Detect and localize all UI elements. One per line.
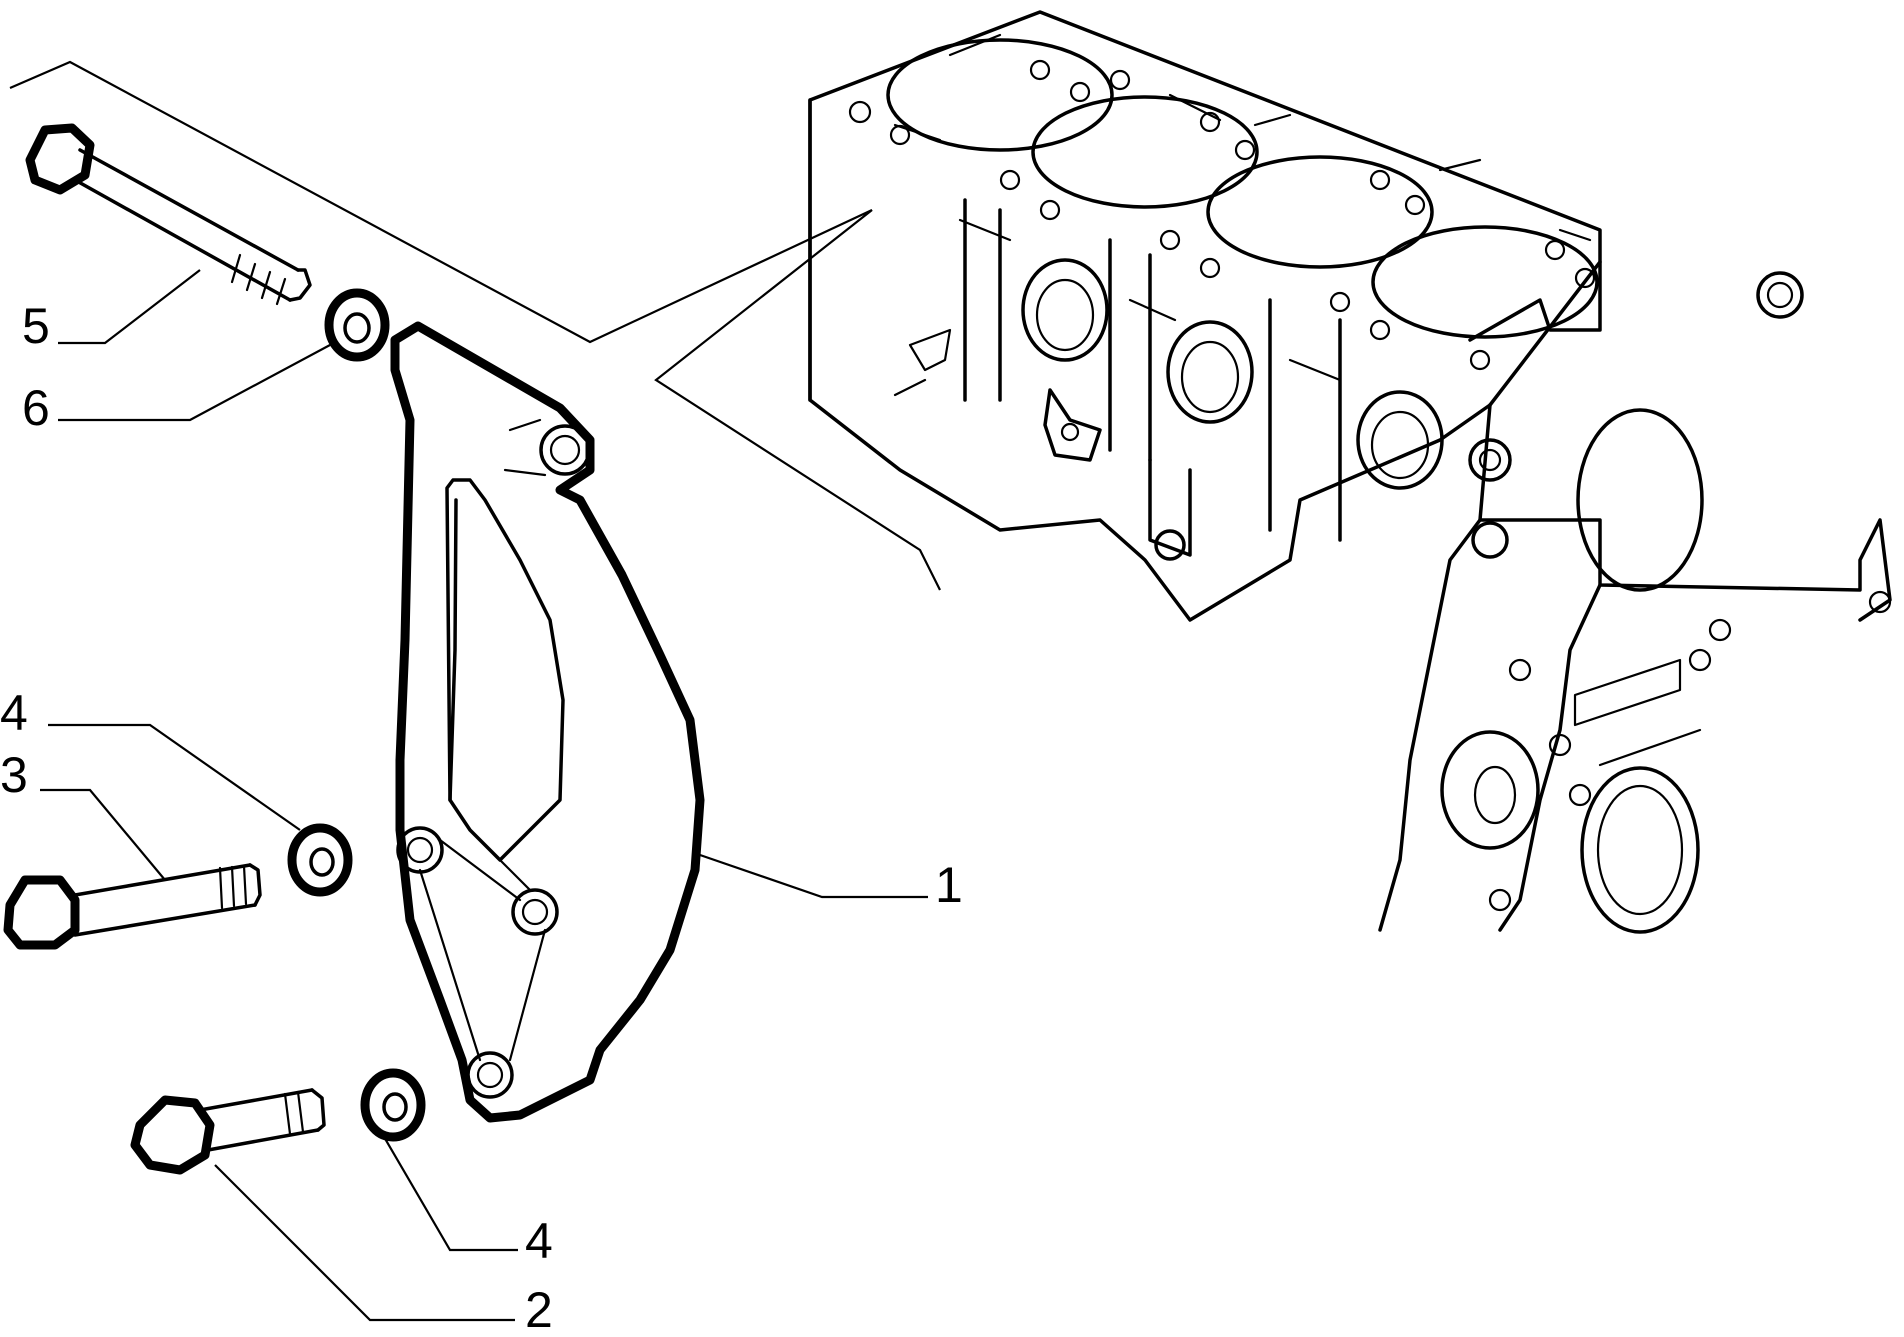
callout-1: 1 — [935, 857, 963, 913]
washer-part-4-upper — [287, 823, 353, 897]
callout-3: 3 — [0, 747, 28, 803]
head-bolt-holes — [848, 59, 1596, 371]
callout-4-upper: 4 — [0, 685, 28, 741]
mounting-reference-lines — [9, 60, 941, 591]
washer-part-6 — [324, 288, 390, 362]
callout-leaders — [40, 269, 928, 1322]
bolt-part-5 — [25, 123, 312, 306]
washer-part-4-lower — [360, 1068, 426, 1142]
bolt-part-2 — [130, 1088, 326, 1175]
timing-cover-face — [1440, 271, 1892, 934]
engine-block — [808, 10, 1892, 934]
callout-4-lower: 4 — [525, 1213, 553, 1269]
callout-5: 5 — [22, 298, 50, 354]
bolt-part-3 — [3, 863, 262, 950]
bracket-part-1 — [390, 321, 705, 1123]
core-plugs — [1021, 258, 1444, 490]
callout-2: 2 — [525, 1282, 553, 1337]
callout-6: 6 — [22, 380, 50, 436]
